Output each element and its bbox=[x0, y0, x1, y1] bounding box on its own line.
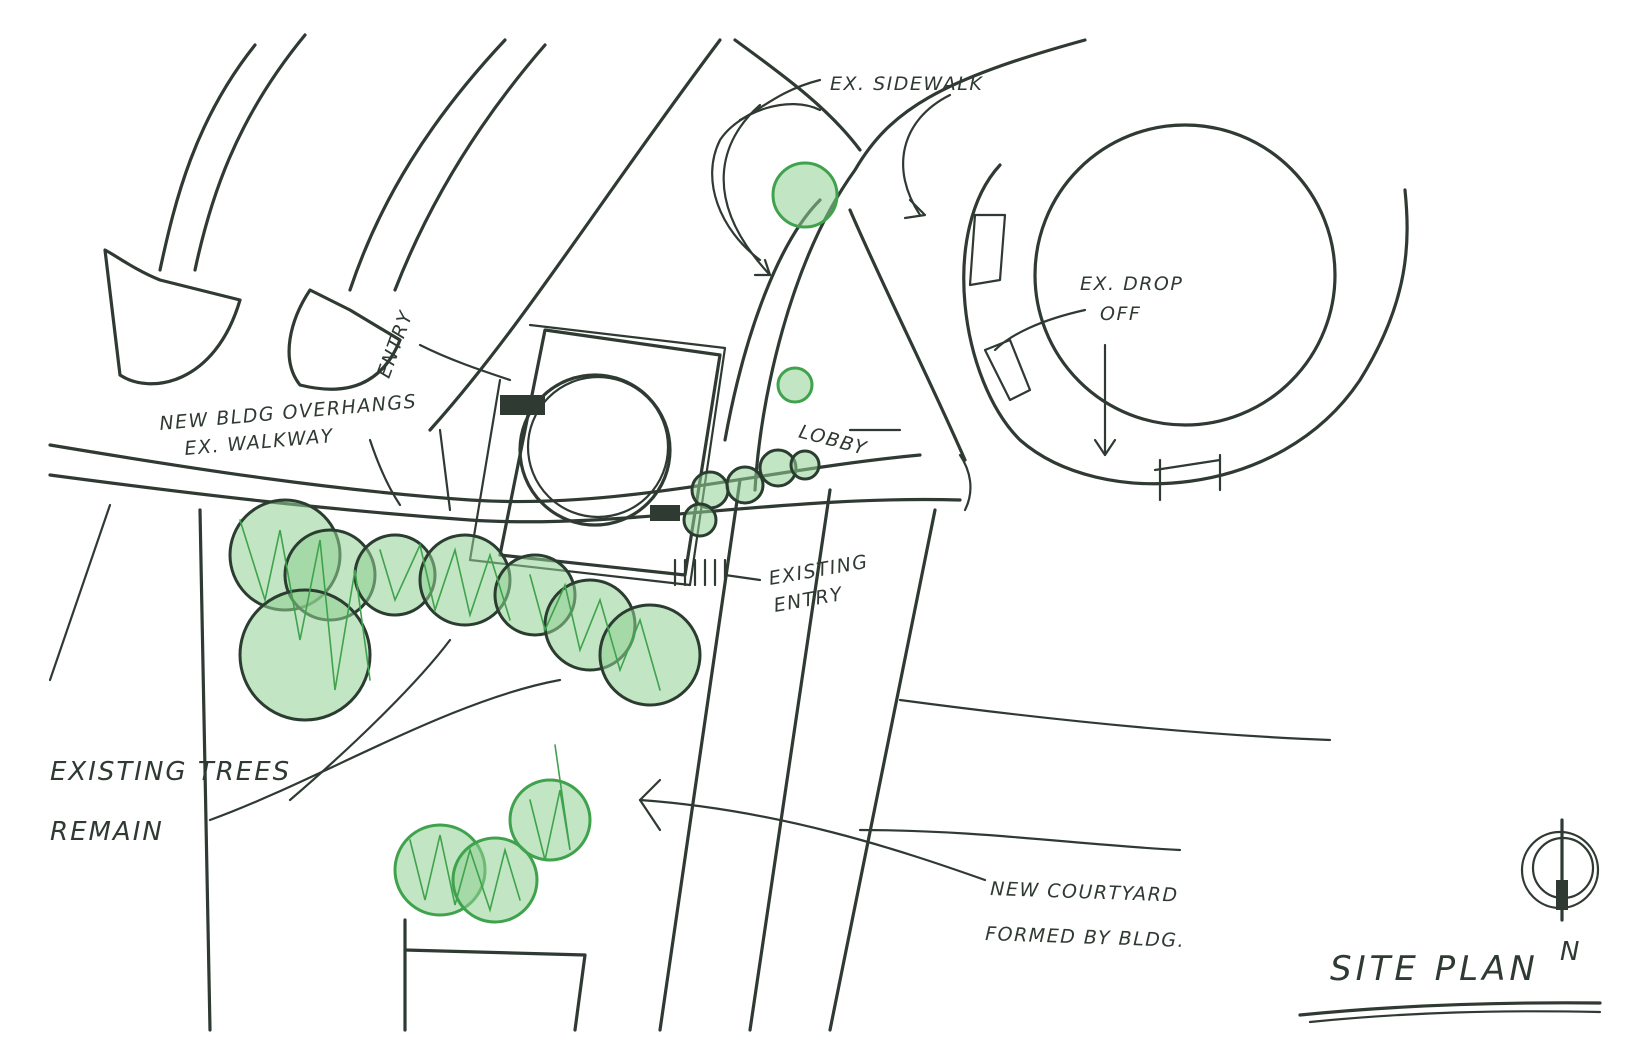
entry-marker bbox=[500, 395, 545, 415]
label-ex-drop-off-line2: OFF bbox=[1100, 303, 1141, 325]
existing-trees bbox=[228, 161, 839, 924]
label-existing-trees-line1: EXISTING TREES bbox=[50, 757, 291, 787]
north-arrow bbox=[1520, 818, 1600, 922]
label-courtyard-line2: FORMED BY BLDG. bbox=[985, 923, 1186, 952]
title-underline bbox=[1298, 1001, 1602, 1017]
title-underline-2 bbox=[1308, 1010, 1602, 1024]
label-ex-drop-off-line1: EX. DROP bbox=[1080, 273, 1183, 295]
road-lines bbox=[48, 33, 1332, 1032]
label-entry: ENTRY bbox=[373, 308, 418, 381]
drop-off-circle bbox=[962, 123, 1409, 502]
north-label: N bbox=[1560, 937, 1581, 967]
sheet-title: SITE PLAN bbox=[1330, 949, 1539, 989]
label-existing-trees-line2: REMAIN bbox=[50, 817, 164, 847]
new-building bbox=[468, 323, 727, 587]
label-courtyard-line1: NEW COURTYARD bbox=[990, 878, 1179, 907]
leader-arrows bbox=[208, 78, 1117, 882]
lobby-marker bbox=[650, 505, 680, 521]
label-ex-sidewalk: EX. SIDEWALK bbox=[830, 73, 983, 95]
label-existing-entry-line2: ENTRY bbox=[772, 583, 845, 617]
